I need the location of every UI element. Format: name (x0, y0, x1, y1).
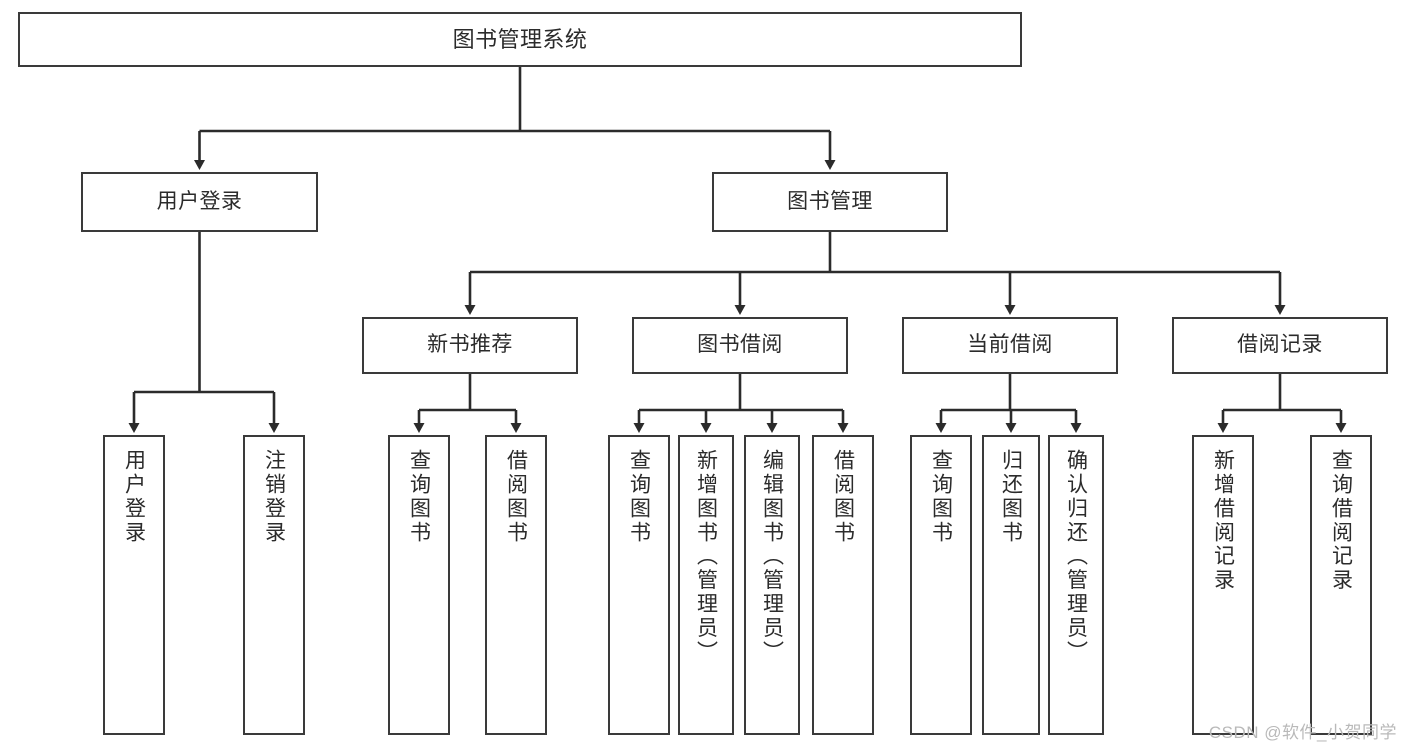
node-leaf-borrow-book-rec[interactable]: 借阅图书 (485, 435, 547, 735)
node-leaf-return-book[interactable]: 归还图书 (982, 435, 1040, 735)
node-label: 借阅图书 (504, 449, 528, 545)
node-leaf-query-book-borrow[interactable]: 查询图书 (608, 435, 670, 735)
node-label: 图书管理 (787, 189, 873, 213)
node-label: 图书借阅 (697, 333, 783, 357)
node-label: 新书推荐 (427, 333, 513, 357)
node-leaf-query-borrow-record[interactable]: 查询借阅记录 (1310, 435, 1372, 735)
node-leaf-add-book-admin[interactable]: 新增图书（管理员） (678, 435, 734, 735)
node-label: 编辑图书（管理员） (760, 449, 784, 665)
node-leaf-add-borrow-record[interactable]: 新增借阅记录 (1192, 435, 1254, 735)
node-leaf-query-book-rec[interactable]: 查询图书 (388, 435, 450, 735)
node-leaf-user-login[interactable]: 用户登录 (103, 435, 165, 735)
node-label: 确认归还（管理员） (1064, 449, 1088, 665)
node-label: 注销登录 (262, 449, 286, 545)
node-label: 用户登录 (156, 189, 243, 213)
node-leaf-logout[interactable]: 注销登录 (243, 435, 305, 735)
node-label: 图书管理系统 (452, 26, 588, 52)
node-current-borrow[interactable]: 当前借阅 (902, 317, 1118, 374)
node-label: 归还图书 (999, 449, 1023, 545)
node-user-login[interactable]: 用户登录 (81, 172, 318, 232)
node-label: 借阅记录 (1237, 333, 1323, 357)
node-new-book-recommend[interactable]: 新书推荐 (362, 317, 578, 374)
node-label: 借阅图书 (831, 449, 855, 545)
node-leaf-edit-book-admin[interactable]: 编辑图书（管理员） (744, 435, 800, 735)
node-label: 当前借阅 (967, 333, 1053, 357)
node-leaf-confirm-return-admin[interactable]: 确认归还（管理员） (1048, 435, 1104, 735)
node-book-manage[interactable]: 图书管理 (712, 172, 948, 232)
node-label: 查询借阅记录 (1329, 449, 1353, 593)
node-label: 查询图书 (407, 449, 431, 545)
node-root[interactable]: 图书管理系统 (18, 12, 1022, 67)
watermark-text: CSDN @软件_小贺同学 (1208, 723, 1397, 742)
node-leaf-borrow-book[interactable]: 借阅图书 (812, 435, 874, 735)
node-label: 新增图书（管理员） (694, 449, 718, 665)
node-borrow-records[interactable]: 借阅记录 (1172, 317, 1388, 374)
node-label: 查询图书 (627, 449, 651, 545)
node-leaf-query-book-current[interactable]: 查询图书 (910, 435, 972, 735)
node-label: 查询图书 (929, 449, 953, 545)
node-book-borrow[interactable]: 图书借阅 (632, 317, 848, 374)
node-label: 新增借阅记录 (1211, 449, 1235, 593)
node-label: 用户登录 (122, 449, 146, 545)
